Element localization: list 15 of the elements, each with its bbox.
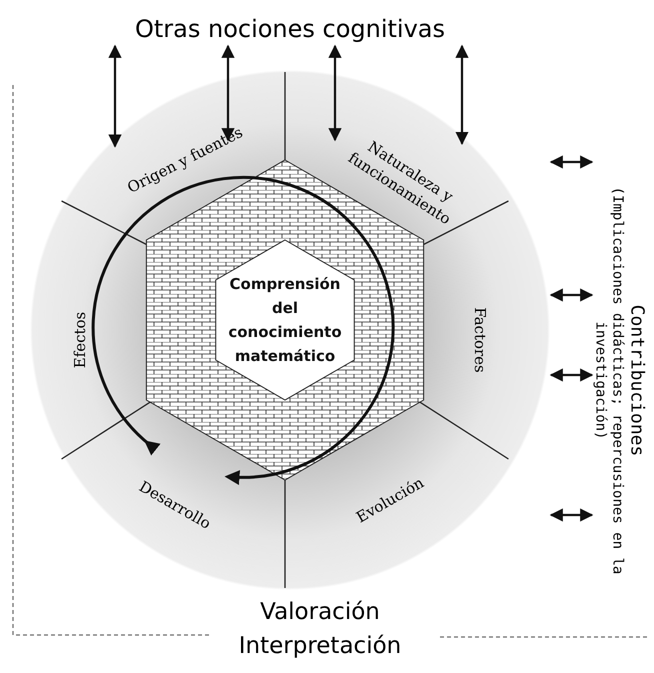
double-arrow [455, 44, 469, 146]
heading-text: Otras nociones cognitivas [90, 12, 490, 46]
bottom-label: Interpretación [238, 632, 402, 660]
double-arrow [550, 155, 594, 169]
double-arrow [550, 288, 594, 302]
double-arrow [550, 508, 594, 522]
contributions-detail: (Implicaciones didácticas; repercusiones en la investigación) [591, 185, 625, 576]
contributions-heading: Contribuciones [625, 303, 647, 458]
double-arrow [221, 44, 235, 142]
double-arrow [328, 44, 342, 142]
sector-label: Factores [470, 306, 490, 375]
double-arrow [108, 44, 122, 148]
bottom-label: Valoración [259, 598, 381, 626]
sector-label: Efectos [70, 310, 90, 370]
double-arrow [550, 368, 594, 382]
